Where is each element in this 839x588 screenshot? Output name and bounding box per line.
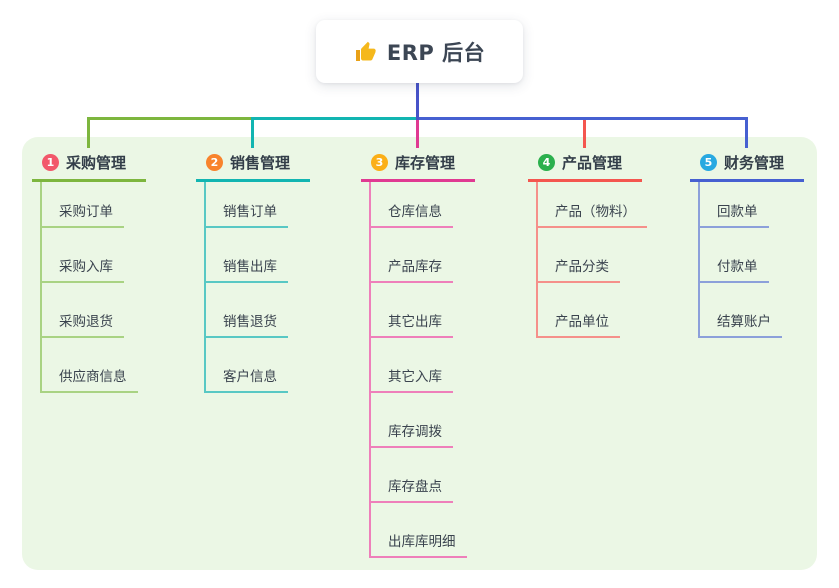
connector-line [251, 117, 254, 148]
thumbs-up-icon [354, 40, 378, 64]
connector-line [416, 117, 748, 120]
branch-number-badge: 3 [371, 154, 388, 171]
branch-item[interactable]: 销售出库 [206, 228, 288, 283]
branch-number-badge: 4 [538, 154, 555, 171]
branch-label: 财务管理 [724, 154, 785, 172]
branch-item[interactable]: 付款单 [700, 228, 769, 283]
connector-line [583, 117, 586, 148]
connector-line [252, 117, 419, 120]
branch-item[interactable]: 采购入库 [42, 228, 124, 283]
branch-item[interactable]: 库存盘点 [371, 448, 453, 503]
branch-label: 库存管理 [395, 154, 456, 172]
branch-item[interactable]: 仓库信息 [371, 180, 453, 228]
branch-item[interactable]: 供应商信息 [42, 338, 138, 393]
branch-header[interactable]: 3 库存管理 [361, 150, 475, 182]
branch-item[interactable]: 采购订单 [42, 180, 124, 228]
branch-item[interactable]: 采购退货 [42, 283, 124, 338]
connector-line [416, 117, 419, 148]
branch-item[interactable]: 其它出库 [371, 283, 453, 338]
branch-number-badge: 1 [42, 154, 59, 171]
branch-item[interactable]: 销售退货 [206, 283, 288, 338]
branch-item[interactable]: 结算账户 [700, 283, 782, 338]
branch-item[interactable]: 销售订单 [206, 180, 288, 228]
branch-list: 产品（物料）产品分类产品单位 [536, 180, 647, 338]
connector-line [416, 83, 419, 120]
branch-list: 销售订单销售出库销售退货客户信息 [204, 180, 288, 393]
branch-item[interactable]: 出库库明细 [371, 503, 467, 558]
branch-header[interactable]: 4 产品管理 [528, 150, 642, 182]
root-title: ERP 后台 [386, 40, 486, 65]
branch-label: 采购管理 [66, 154, 127, 172]
branch-item[interactable]: 产品（物料） [538, 180, 647, 228]
branch-item[interactable]: 回款单 [700, 180, 769, 228]
branch-item[interactable]: 其它入库 [371, 338, 453, 393]
branch-number-badge: 5 [700, 154, 717, 171]
branch-header[interactable]: 2 销售管理 [196, 150, 310, 182]
branch-item[interactable]: 产品单位 [538, 283, 620, 338]
branch-list: 仓库信息产品库存其它出库其它入库库存调拨库存盘点出库库明细 [369, 180, 467, 558]
connector-line [745, 117, 748, 148]
branch-label: 产品管理 [562, 154, 623, 172]
branch-item[interactable]: 客户信息 [206, 338, 288, 393]
branch-item[interactable]: 产品库存 [371, 228, 453, 283]
branch-list: 采购订单采购入库采购退货供应商信息 [40, 180, 138, 393]
branch-list: 回款单付款单结算账户 [698, 180, 782, 338]
branch-header[interactable]: 1 采购管理 [32, 150, 146, 182]
branch-number-badge: 2 [206, 154, 223, 171]
branch-item[interactable]: 库存调拨 [371, 393, 453, 448]
connector-line [87, 117, 90, 148]
branch-label: 销售管理 [230, 154, 291, 172]
branch-item[interactable]: 产品分类 [538, 228, 620, 283]
root-node[interactable]: ERP 后台 [316, 20, 523, 83]
branches-panel [22, 137, 817, 570]
branch-header[interactable]: 5 财务管理 [690, 150, 804, 182]
